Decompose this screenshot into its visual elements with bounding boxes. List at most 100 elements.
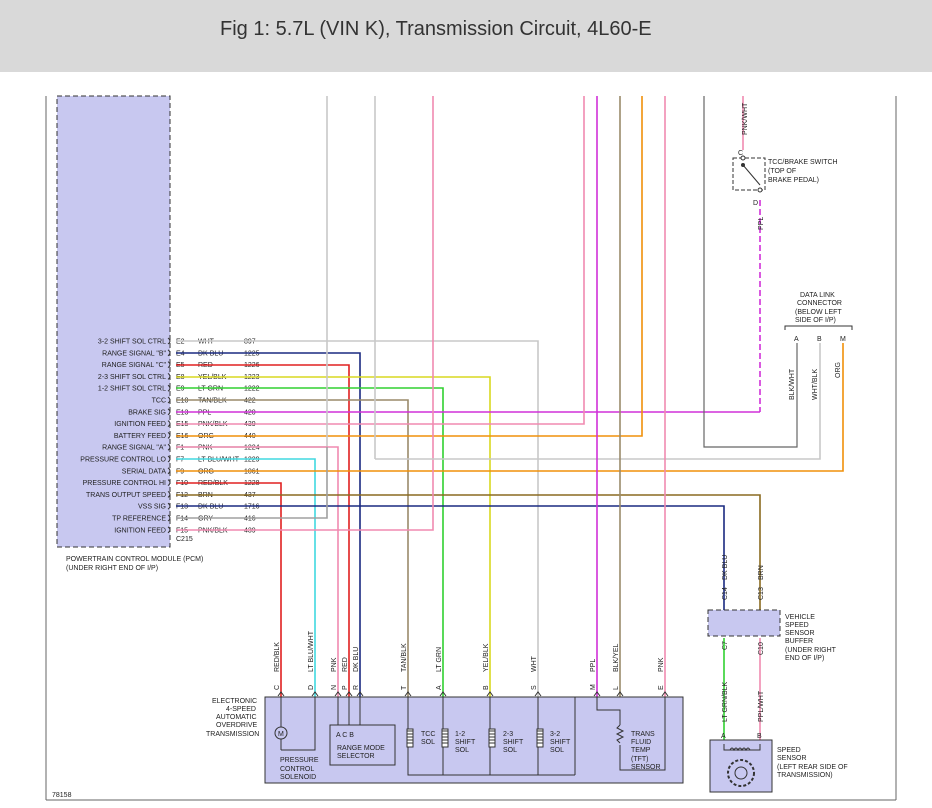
data-link-connector: DATA LINK CONNECTOR (BELOW LEFT SIDE OF … (784, 292, 853, 400)
trans-pin-terminal (345, 691, 353, 697)
pcm-pin-circuit: 1229 (244, 457, 260, 464)
range-mode-selector-box (329, 724, 396, 766)
tft-line3: TEMP (631, 747, 651, 754)
trans-pin-wire: YEL/BLK (483, 643, 490, 672)
tft-resistor-icon (615, 724, 625, 744)
pcm-pin-function: RANGE SIGNAL "B" (102, 350, 166, 357)
dlc-line3: (BELOW LEFT (795, 309, 842, 316)
tcc-brake-switch: C D TCC/BRAKE SWITCH (TOP OF BRAKE PEDAL… (732, 102, 838, 230)
tcc-switch-line3: BRAKE PEDAL) (768, 177, 819, 184)
wire-f15-pnkblk (176, 96, 434, 531)
pcm-pin-wire-color: TAN/BLK (198, 398, 227, 405)
pcm-pin-wire-color: DK BLU (198, 504, 223, 511)
pcm-pin-terminal (167, 467, 171, 475)
pcm-pin-terminal (167, 349, 171, 357)
wire-e2-wht (176, 340, 539, 697)
figure-header: Fig 1: 5.7L (VIN K), Transmission Circui… (0, 0, 932, 72)
pcm-pin-terminal (167, 491, 171, 498)
pcm-module (56, 95, 171, 548)
tcc-bottom-wire: PPL (758, 217, 765, 230)
wire-f13-dkblu (176, 505, 725, 610)
trans-pin-id: S (531, 685, 538, 690)
wires (176, 96, 844, 740)
vss-line1: VEHICLE (785, 614, 815, 621)
figure-id: 78158 (52, 792, 72, 799)
s12-line1: 1-2 (455, 731, 465, 738)
trans-pin-id: E (658, 685, 665, 690)
pcm-pin-wire-color: LT GRN (198, 386, 223, 393)
s32-line3: SOL (550, 747, 564, 754)
trans-pin-wire: RED (342, 657, 349, 672)
pcm-pin-id: E9 (176, 386, 185, 393)
speed-sensor-pin-b: B (757, 733, 762, 740)
pcm-pin-wire-color: PNK (198, 445, 213, 452)
pcs-line2: CONTROL (280, 766, 314, 773)
pcm-pin-circuit: 897 (244, 339, 256, 346)
s23-line1: 2-3 (503, 731, 513, 738)
speed-sensor: A B SPEED SENSOR (LEFT REAR SIDE OF TRAN… (709, 733, 848, 793)
pcm-pin-circuit: 1716 (244, 504, 260, 511)
pcm-pin-function: IGNITION FEED (114, 421, 166, 428)
pcm-pin-id: F13 (176, 504, 188, 511)
pcm-pin-terminal (167, 455, 171, 463)
s12-line3: SOL (455, 747, 469, 754)
trans-line4: OVERDRIVE (216, 722, 258, 729)
trans-pin-wire: LT BLU/WHT (308, 630, 315, 672)
pcm-pin-function: BATTERY FEED (114, 433, 166, 440)
pcm-pin-wire-color: WHT (198, 339, 215, 346)
trans-pin-id: N (331, 685, 338, 690)
vss-c7: C7 (722, 641, 729, 650)
vss-line5: (UNDER RIGHT (785, 647, 837, 654)
s23-line3: SOL (503, 747, 517, 754)
vss-c10: C10 (758, 642, 765, 655)
pcm-pin-function: PRESSURE CONTROL HI (83, 480, 166, 487)
pcm-pin-terminal (167, 432, 171, 439)
vss-buffer: C14 C13 C7 C10 DK BLU BRN LT GRN/BLK PPL… (707, 555, 837, 722)
dlc-wire-m: ORG (835, 362, 842, 378)
dlc-pin-m: M (840, 336, 846, 343)
tft-line2: FLUID (631, 739, 651, 746)
speed-sensor-pin-a: A (721, 733, 726, 740)
trans-pin-terminal (661, 691, 669, 697)
pcm-pin-function: 1-2 SHIFT SOL CTRL (98, 386, 166, 393)
dlc-line4: SIDE OF I/P) (795, 317, 836, 324)
diagram-frame (45, 96, 897, 801)
trans-pin-id: A (436, 685, 443, 690)
trans-pin-wire: BLK/YEL (613, 643, 620, 672)
pcm-pin-wire-color: GRY (198, 516, 213, 523)
tcc-top-wire: PNK/WHT (742, 102, 749, 135)
trans-pin-wire: PPL (590, 659, 597, 672)
trans-pin-terminal (311, 691, 319, 697)
vss-bottom-wire-left: LT GRN/BLK (722, 681, 729, 722)
trans-pin-id: D (308, 685, 315, 690)
wire-f7-ltbluwht (176, 458, 316, 697)
pcm-pin-id: E2 (176, 339, 185, 346)
vss-line2: SPEED (785, 622, 809, 629)
wire-f10-redblk (176, 482, 282, 697)
pcm-pin-terminal (167, 420, 171, 427)
pcm-pin-function: BRAKE SIG (128, 409, 166, 416)
wire-e15-pnkblk (176, 96, 585, 425)
s12-line2: SHIFT (455, 739, 476, 746)
trans-pin-id: B (483, 685, 490, 690)
pcm-connector-label: C215 (176, 536, 193, 543)
solenoid-coils (406, 728, 544, 748)
trans-pin-terminal (534, 691, 542, 697)
tcc-pin-d: D (753, 200, 758, 207)
wire-f1-pnk-down (176, 446, 339, 697)
wire-f14-gry (176, 447, 328, 519)
wire-e4-dkblu (176, 352, 361, 697)
pcm-pin-terminal (167, 479, 171, 486)
trans-pin-terminal (439, 691, 447, 697)
pcm-pin-id: E10 (176, 398, 189, 405)
pcm-pin-function: SERIAL DATA (122, 468, 167, 475)
trans-pin-wire: TAN/BLK (401, 643, 408, 672)
trans-pin-id: P (342, 685, 349, 690)
pcm-pin-function: TCC (152, 398, 166, 405)
speed-sensor-line2: SENSOR (777, 755, 807, 762)
pcm-pin-circuit: 416 (244, 516, 256, 523)
vss-line3: SENSOR (785, 630, 815, 637)
trans-pin-id: M (590, 684, 597, 690)
